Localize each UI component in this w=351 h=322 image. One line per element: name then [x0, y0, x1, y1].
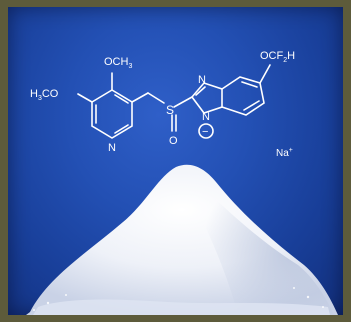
product-photo: OCH3 H3CO N S O N N − OCF2H Na+ [8, 7, 343, 315]
label-difluoromethoxy: OCF2H [260, 50, 295, 64]
label-sulfur: S [166, 103, 174, 117]
label-benzimidazole-n-bottom: N [202, 111, 210, 123]
label-counterion: Na+ [276, 147, 293, 159]
chemical-structure [77, 64, 271, 139]
label-sulfoxide-o: O [169, 135, 178, 147]
label-methoxy-top: OCH3 [104, 56, 132, 70]
label-negative-charge: − [202, 126, 208, 138]
photo-illustration: OCH3 H3CO N S O N N − OCF2H Na+ [26, 50, 338, 315]
chemical-labels: OCH3 H3CO N S O N N − OCF2H Na+ [30, 50, 295, 159]
powder-heap [26, 164, 338, 315]
label-pyridine-n: N [108, 142, 116, 154]
label-methoxy-left: H3CO [30, 88, 59, 102]
label-benzimidazole-n-top: N [198, 74, 206, 86]
